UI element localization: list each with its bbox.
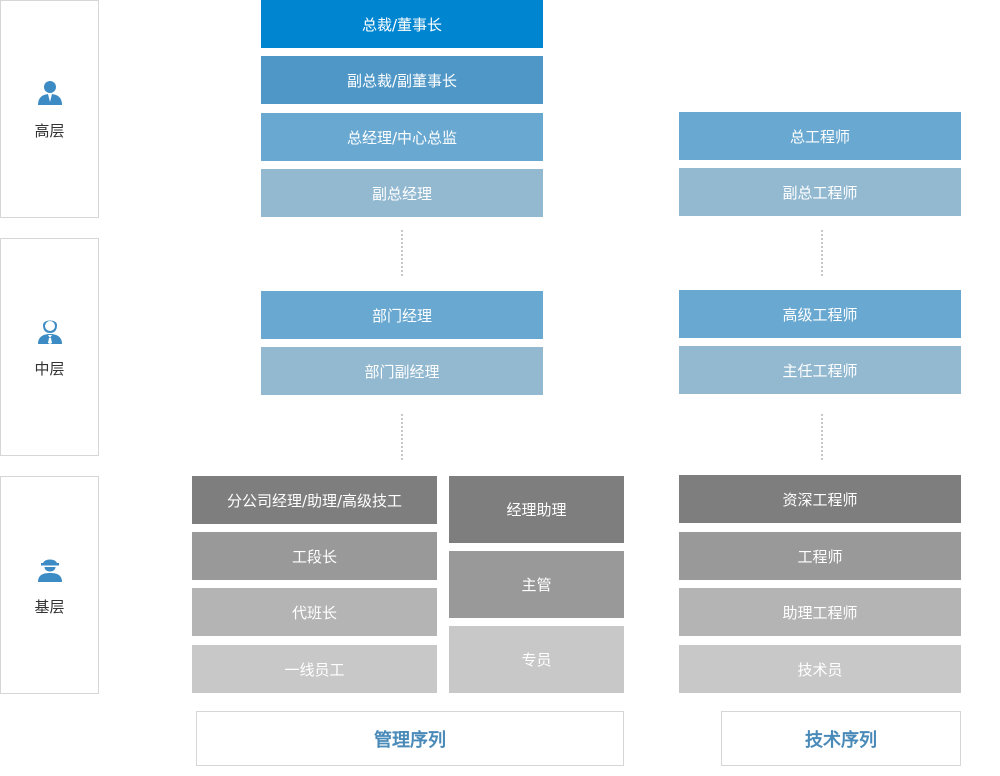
tech-senior-staff-engineer: 资深工程师 <box>679 475 961 523</box>
tech-deputy-chief-engineer: 副总工程师 <box>679 168 961 216</box>
tech-assistant-engineer: 助理工程师 <box>679 588 961 636</box>
user-icon <box>37 80 62 105</box>
tech-engineer: 工程师 <box>679 532 961 580</box>
tech-chief-engineer: 总工程师 <box>679 112 961 160</box>
mgmt-frontline-staff: 一线员工 <box>192 645 437 693</box>
management-sequence-label: 管理序列 <box>196 711 624 766</box>
connector-dots <box>821 230 823 276</box>
mgmt-manager-assistant: 经理助理 <box>449 476 624 543</box>
technical-sequence-label: 技术序列 <box>721 711 961 766</box>
level-top: 高层 <box>0 0 99 218</box>
connector-dots <box>401 414 403 460</box>
mgmt-supervisor: 主管 <box>449 551 624 618</box>
worker-helmet-icon <box>37 559 62 582</box>
level-base: 基层 <box>0 476 99 694</box>
level-label-base: 基层 <box>34 597 65 616</box>
mgmt-vp: 副总裁/副董事长 <box>261 56 543 104</box>
mgmt-specialist: 专员 <box>449 626 624 693</box>
tech-principal-engineer: 主任工程师 <box>679 346 961 394</box>
level-middle: 中层 <box>0 238 99 456</box>
connector-dots <box>401 230 403 276</box>
mgmt-deputy-gm: 副总经理 <box>261 169 543 217</box>
mgmt-section-chief: 工段长 <box>192 532 437 580</box>
tech-technician: 技术员 <box>679 645 961 693</box>
tech-senior-engineer: 高级工程师 <box>679 290 961 338</box>
level-label-middle: 中层 <box>34 359 65 378</box>
mgmt-ceo: 总裁/董事长 <box>261 0 543 48</box>
mgmt-branch-manager: 分公司经理/助理/高级技工 <box>192 476 437 524</box>
mgmt-dept-manager: 部门经理 <box>261 291 543 339</box>
mgmt-gm: 总经理/中心总监 <box>261 113 543 161</box>
mgmt-dept-deputy: 部门副经理 <box>261 347 543 395</box>
connector-dots <box>821 414 823 460</box>
user-tie-icon <box>37 320 62 344</box>
level-label-top: 高层 <box>34 121 65 140</box>
mgmt-shift-leader: 代班长 <box>192 588 437 636</box>
